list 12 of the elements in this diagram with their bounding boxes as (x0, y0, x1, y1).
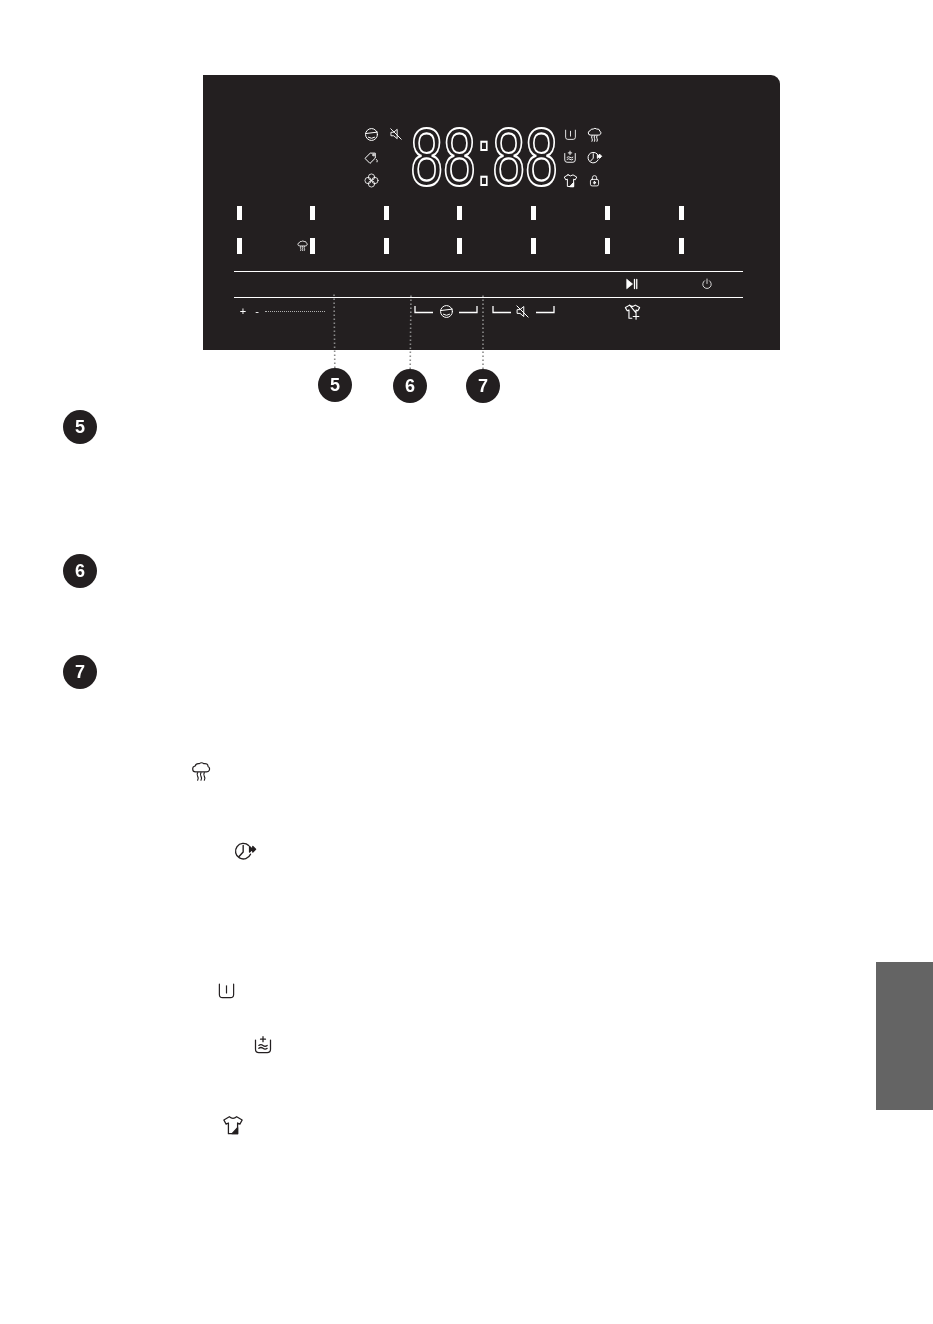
leader-line (333, 291, 336, 369)
minus-sign: - (255, 305, 259, 317)
callout-number: 5 (63, 410, 97, 444)
plus-sign: + (239, 305, 247, 317)
callout-number: 6 (393, 369, 427, 403)
callout-number: 7 (466, 369, 500, 403)
callout-number: 7 (63, 655, 97, 689)
callout-number: 5 (318, 368, 352, 402)
leader-line (409, 292, 412, 370)
leader-line (482, 292, 484, 370)
callout-number: 6 (63, 554, 97, 588)
time-display: 88:88 (410, 126, 558, 188)
